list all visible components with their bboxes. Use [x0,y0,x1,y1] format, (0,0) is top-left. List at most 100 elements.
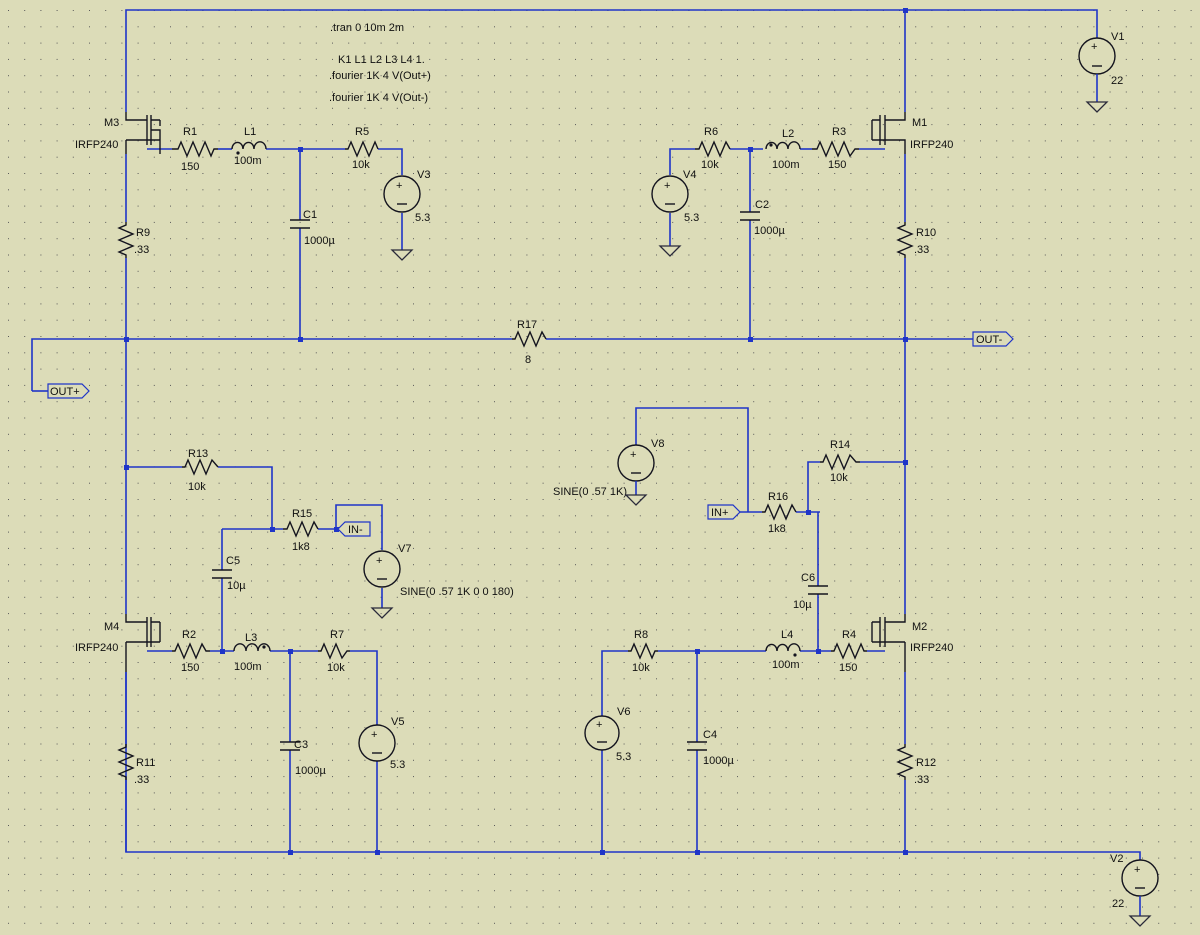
l4-value: 100m [772,659,800,671]
capacitor-c5[interactable]: C5 10µ [212,555,246,592]
ground-symbols [370,101,1152,927]
resistor-r2[interactable]: R2 150 [172,629,210,674]
voltage-source-v2[interactable]: + V2 22 [1110,853,1159,916]
r1-value: 150 [181,161,199,173]
voltage-source-v7[interactable]: + V7 SINE(0 .57 1K 0 0 180) [363,543,514,598]
net-label-in-plus[interactable]: IN+ [707,504,741,520]
svg-text:+: + [664,180,670,192]
r14-value: 10k [830,472,848,484]
resistor-r4[interactable]: R4 150 [831,629,867,674]
m1-name: M1 [912,117,927,129]
v7-value: SINE(0 .57 1K 0 0 180) [400,586,514,598]
resistor-r17[interactable]: R17 8 [512,319,547,366]
l4-name: L4 [781,629,793,641]
r17-value: 8 [525,354,531,366]
c2-value: 1000µ [754,225,785,237]
r16-name: R16 [768,491,788,503]
svg-text:+: + [596,719,602,731]
inductor-l4[interactable]: L4 100m [765,629,801,671]
voltage-source-v8[interactable]: + V8 SINE(0 .57 1K) [553,438,664,498]
net-label-out-plus[interactable]: OUT+ [47,383,90,399]
r16-value: 1k8 [768,523,786,535]
m2-name: M2 [912,621,927,633]
svg-text:+: + [396,180,402,192]
v5-value: 5.3 [390,759,405,771]
v4-name: V4 [683,169,696,181]
voltage-source-v5[interactable]: + V5 5.3 [358,716,405,771]
capacitor-c1[interactable]: C1 1000µ [290,209,335,247]
r4-value: 150 [839,662,857,674]
capacitor-c3[interactable]: C3 1000µ [280,739,326,777]
l3-name: L3 [245,632,257,644]
resistor-r15[interactable]: R15 1k8 [283,508,319,553]
v2-value: 22 [1112,898,1124,910]
inductor-l2[interactable]: L2 100m [765,128,801,171]
directive-coupling: K1 L1 L2 L3 L4 1. [338,54,425,66]
capacitor-c2[interactable]: C2 1000µ [740,199,785,237]
resistor-r16[interactable]: R16 1k8 [762,491,797,535]
resistor-r9[interactable]: R9 .33 [117,222,150,258]
c6-name: C6 [801,572,815,584]
r13-value: 10k [188,481,206,493]
resistor-r10[interactable]: R10 .33 [896,222,936,258]
net-label-in-minus[interactable]: IN- [337,521,371,537]
resistor-r1[interactable]: R1 150 [172,126,218,173]
r8-value: 10k [632,662,650,674]
inductor-l3[interactable]: L3 100m [233,632,271,673]
mosfet-m1[interactable]: M1 IRFP240 [871,112,953,154]
net-label-out-minus[interactable]: OUT- [972,331,1014,347]
svg-text:+: + [1134,864,1140,876]
v8-value: SINE(0 .57 1K) [553,486,627,498]
out-minus-text: OUT- [976,334,1003,346]
r11-value: .33 [134,774,149,786]
mosfet-m4[interactable]: M4 IRFP240 [75,614,161,672]
wires [31,9,1141,860]
v7-name: V7 [398,543,411,555]
mosfet-m2[interactable]: M2 IRFP240 [871,614,953,672]
svg-text:+: + [630,449,636,461]
r14-name: R14 [830,439,850,451]
out-plus-text: OUT+ [50,386,80,398]
m1-value: IRFP240 [910,139,953,151]
l1-value: 100m [234,155,262,167]
resistor-r5[interactable]: R5 10k [345,126,379,171]
r9-value: .33 [134,244,149,256]
r2-value: 150 [181,662,199,674]
r8-name: R8 [634,629,648,641]
r3-value: 150 [828,159,846,171]
m2-value: IRFP240 [910,642,953,654]
c4-value: 1000µ [703,755,734,767]
capacitor-c4[interactable]: C4 1000µ [687,729,734,767]
svg-text:+: + [1091,41,1097,53]
c4-name: C4 [703,729,717,741]
voltage-source-v3[interactable]: + V3 5.3 [383,169,430,224]
capacitor-c6[interactable]: C6 10µ [793,572,828,611]
l3-value: 100m [234,661,262,673]
mosfet-m3[interactable]: M3 IRFP240 [75,112,161,154]
voltage-source-v1[interactable]: + V1 22 [1078,31,1124,102]
m3-name: M3 [104,117,119,129]
resistor-r12[interactable]: R12 .33 [896,744,936,786]
voltage-source-v6[interactable]: + V6 5.3 [584,706,631,763]
resistor-r11[interactable]: R11 .33 [117,744,155,786]
resistor-r6[interactable]: R6 10k [695,126,731,171]
spice-directives: .tran 0 10m 2m K1 L1 L2 L3 L4 1. .fourie… [329,22,431,104]
resistor-r3[interactable]: R3 150 [812,126,859,171]
inductor-l1[interactable]: L1 100m [231,126,267,167]
resistor-r13[interactable]: R13 10k [182,448,219,493]
c2-name: C2 [755,199,769,211]
r12-value: .33 [914,774,929,786]
directive-tran: .tran 0 10m 2m [330,22,404,34]
resistor-r7[interactable]: R7 10k [318,629,350,674]
m3-value: IRFP240 [75,139,118,151]
r10-name: R10 [916,227,936,239]
r11-name: R11 [136,757,155,769]
r3-name: R3 [832,126,846,138]
resistor-r8[interactable]: R8 10k [628,629,658,674]
voltage-source-v4[interactable]: + V4 5.3 [651,169,699,224]
resistor-r14[interactable]: R14 10k [820,439,860,484]
l1-name: L1 [244,126,256,138]
c1-name: C1 [303,209,317,221]
r15-name: R15 [292,508,312,520]
